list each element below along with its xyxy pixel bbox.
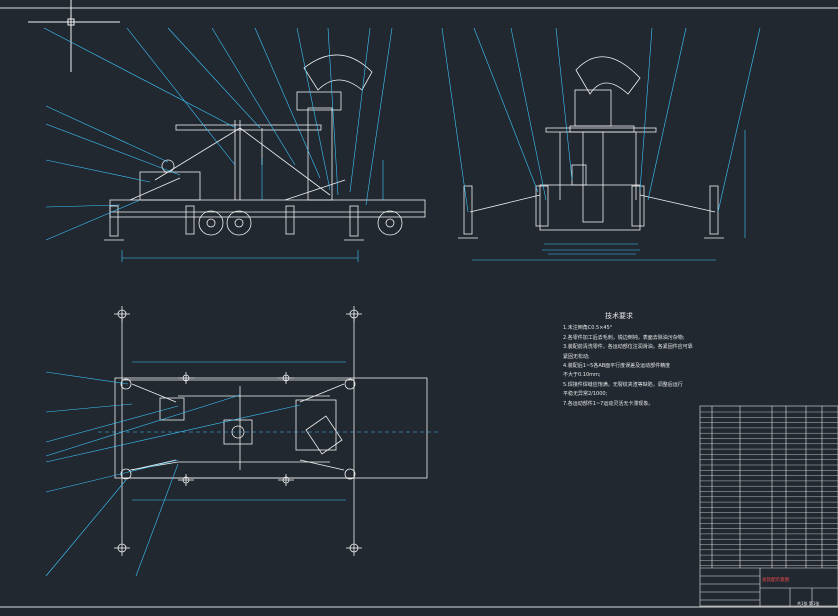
technical-requirements: 技术要求 1.未注倒角C0.5×45° 2.各零件加工后去毛刺，锐边倒钝，表面去… [563, 312, 693, 409]
side-view-leaders [441, 27, 761, 213]
side-view [458, 56, 724, 239]
bom-rows [700, 411, 838, 566]
front-view-leaders [43, 27, 393, 241]
sheet-note: 共1张 第1张 [797, 601, 820, 606]
top-view-dimensions [98, 361, 440, 501]
drawing-frame [0, 7, 838, 608]
tech-note-item: 3.装配前清洗零件，各运动部位注润滑油，各紧固件应可靠 [563, 344, 693, 351]
tech-note-item: 5.焊接件焊缝应饱满，无裂纹夹渣等缺陷，调整后运行 [563, 381, 683, 388]
front-view [104, 54, 426, 241]
side-view-dimensions [472, 130, 746, 261]
bom-table [699, 405, 838, 607]
tech-note-item: 紧固无松动; [563, 353, 590, 360]
tech-note-item: 4.装配后1~5各AB面平行度误差及运动部件精度 [563, 363, 671, 370]
tech-note-item: 2.各零件加工后去毛刺，锐边倒钝，表面去除油污杂物; [563, 334, 685, 341]
crosshair-cursor-icon [28, 0, 120, 72]
tech-note-item: 不大于0.10mm; [563, 372, 601, 379]
top-view-leaders [45, 371, 301, 577]
tech-note-item: 7.各运动部件1~7运动灵活无卡滞现象。 [563, 400, 654, 407]
tech-note-item: 平稳无异常2/1000; [563, 391, 608, 398]
tech-notes-title: 技术要求 [605, 312, 633, 320]
top-view [114, 312, 428, 540]
tech-note-item: 1.未注倒角C0.5×45° [563, 325, 613, 332]
front-view-dimensions [121, 158, 384, 262]
drawing-name: 总装配示意图 [762, 578, 789, 583]
top-view-jack-pads [114, 306, 362, 556]
